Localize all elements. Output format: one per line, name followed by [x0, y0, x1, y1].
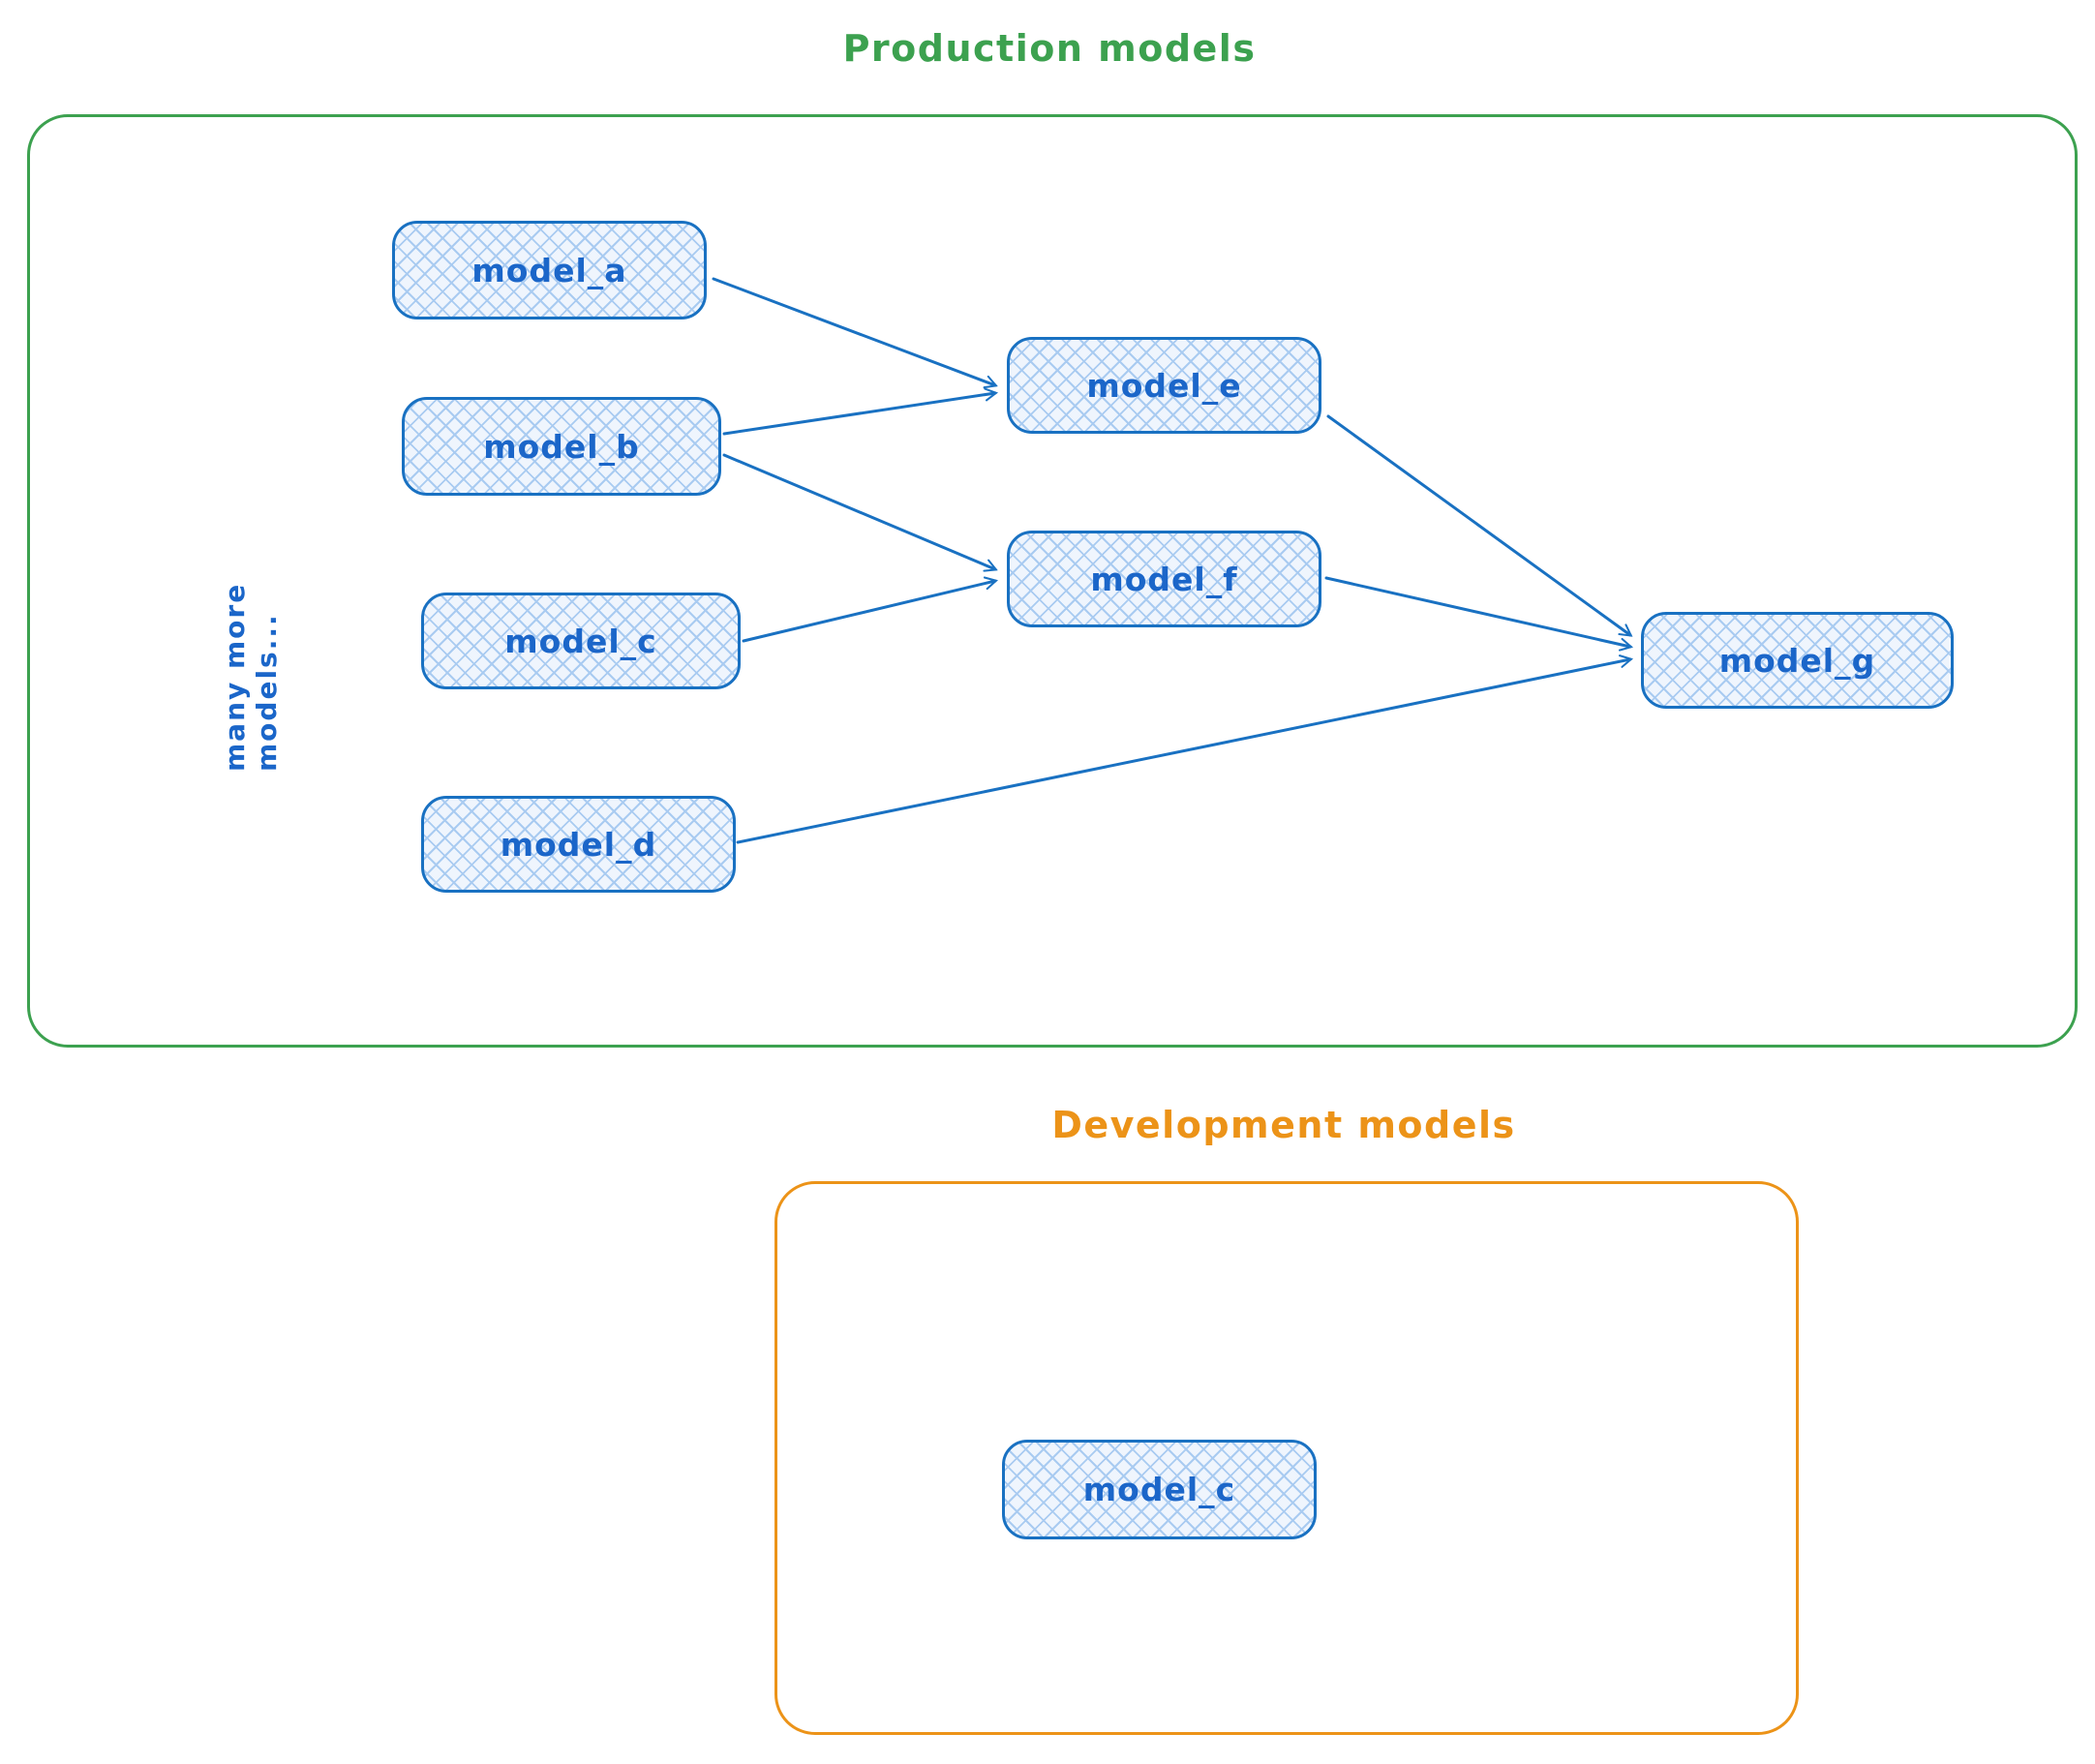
node-dev_model_c: model_c — [1002, 1440, 1317, 1539]
many-more-models-label: many more models... — [219, 582, 283, 772]
development-group-container — [774, 1181, 1799, 1735]
node-prod_model_g: model_g — [1641, 612, 1954, 709]
development-group-title: Development models — [1051, 1104, 1516, 1146]
production-group-container — [27, 114, 2078, 1048]
production-group-title: Production models — [842, 27, 1257, 70]
node-prod_model_a: model_a — [392, 221, 707, 319]
node-prod_model_b: model_b — [402, 397, 721, 496]
node-prod_model_d: model_d — [421, 796, 736, 893]
node-prod_model_f: model_f — [1007, 531, 1321, 627]
node-prod_model_c: model_c — [421, 593, 741, 689]
node-prod_model_e: model_e — [1007, 337, 1321, 434]
